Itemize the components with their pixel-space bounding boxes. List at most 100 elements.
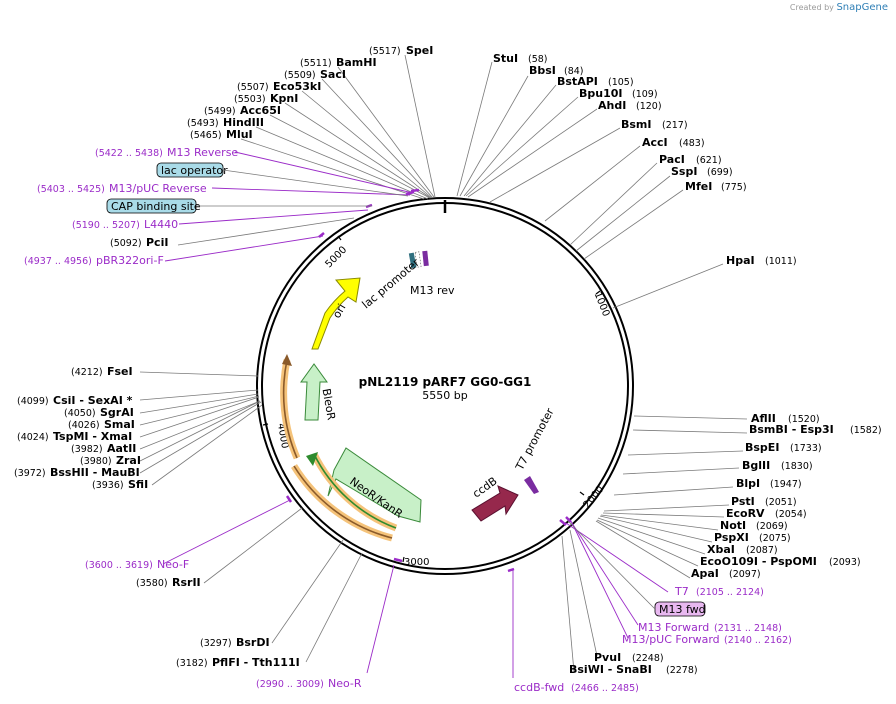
neo-arrow: [327, 447, 422, 523]
primer-pbr322ori-f: pBR322ori-F: [96, 254, 164, 267]
m13rev-label: M13 rev: [410, 284, 455, 297]
site-leaders-right: [456, 61, 748, 673]
ori-label: ori: [330, 302, 348, 321]
primer-t7: T7: [674, 585, 689, 598]
site-sspi: SspI: [671, 165, 697, 178]
site-sgrai-pos: (4050): [64, 408, 96, 419]
site-mlui: MluI: [226, 128, 253, 141]
site-xbai-pos: (2087): [746, 545, 778, 556]
neo-cds-arc-inner-line: [313, 453, 397, 529]
site-bsrdi: BsrDI: [236, 636, 270, 649]
site-saci: SacI: [320, 68, 346, 81]
site-bsshii-pos: (3972): [14, 468, 46, 479]
tick-label-2000: 2000: [582, 484, 607, 511]
site-bsmbi: BsmBI - Esp3I: [749, 423, 834, 436]
site-smai: SmaI: [104, 418, 135, 431]
site-paci: PacI: [659, 153, 685, 166]
site-acci: AccI: [642, 136, 668, 149]
site-aatii-pos: (3982): [71, 444, 103, 455]
site-hpai-pos: (1011): [765, 256, 797, 267]
ccdb-arrow: [471, 485, 519, 522]
primer-m13puc-fwd-range: (2140 .. 2162): [724, 635, 792, 646]
primer-pbr322-range: (4937 .. 4956): [24, 256, 92, 267]
primer-ccdb-fwd-range: (2466 .. 2485): [571, 683, 639, 694]
site-bsmbi-pos: (1582): [850, 425, 882, 436]
snapgene-credit: Created by SnapGene: [790, 2, 888, 13]
site-apai-pos: (2097): [729, 569, 761, 580]
backbone-outer-ring: [256, 197, 634, 575]
primer-neof-range: (3600 .. 3619): [85, 560, 153, 571]
site-aflii: AflII: [751, 412, 776, 425]
site-psti-pos: (2051): [765, 497, 797, 508]
ori-arrow: [311, 277, 361, 350]
primer-ccdb-fwd: ccdB-fwd: [514, 681, 564, 694]
primer-neo-r: Neo-R: [328, 677, 362, 690]
site-saci-pos: (5509): [284, 70, 316, 81]
site-spei: SpeI: [406, 44, 433, 57]
site-ecoo109i: EcoO109I - PspOMI: [700, 555, 817, 568]
site-bsshii: BssHII - MauBI: [50, 466, 140, 479]
site-sgrai: SgrAI: [100, 406, 134, 419]
site-paci-pos: (621): [696, 155, 722, 166]
primer-m13puc-rev-range: (5403 .. 5425): [37, 184, 105, 195]
site-stui: StuI: [493, 52, 518, 65]
position-ticks: [262, 235, 601, 563]
plasmid-name: pNL2119 pARF7 GG0-GG1: [359, 375, 532, 389]
site-labels-left: (5517) SpeI (5511) BamHI (5509) SacI (55…: [14, 44, 433, 669]
bleor-arrow: [300, 363, 328, 421]
m13rev-mark: [422, 250, 429, 267]
bleor-label: BleoR: [320, 388, 338, 422]
site-bsiwi-pos: (2278): [666, 665, 698, 676]
bleo-cds-arc-line: [282, 359, 298, 459]
site-hindiii: HindIII: [223, 116, 264, 129]
primer-m13rev-range: (5422 .. 5438): [95, 148, 163, 159]
primer-neo-f: Neo-F: [157, 558, 189, 571]
primer-l4440-range: (5190 .. 5207): [72, 220, 140, 231]
site-pspxi-pos: (2075): [759, 533, 791, 544]
cds-arrowhead-top: [282, 354, 292, 366]
site-sspi-pos: (699): [707, 167, 733, 178]
m13-fwd-label: M13 fwd: [659, 603, 706, 616]
site-aatii: AatII: [107, 442, 136, 455]
site-tspmi-pos: (4024): [17, 432, 49, 443]
site-ecoo109i-pos: (2093): [829, 557, 861, 568]
site-bpu10i: Bpu10I: [579, 87, 623, 100]
primer-labels: (5422 .. 5438) M13 Reverse (5403 .. 5425…: [24, 146, 792, 694]
cds-arrowhead-neo: [306, 452, 318, 466]
site-mfei-pos: (775): [721, 182, 747, 193]
site-ahdi-pos: (120): [636, 101, 662, 112]
site-acci-pos: (483): [679, 138, 705, 149]
site-acc65i-pos: (5499): [204, 106, 236, 117]
site-blpi-pos: (1947): [770, 479, 802, 490]
site-sfii: SfiI: [128, 478, 148, 491]
site-bsrdi-pos: (3297): [200, 638, 232, 649]
site-pflfi-pos: (3182): [176, 658, 208, 669]
primer-markers: [285, 188, 572, 573]
boxed-labels: lac operator CAP binding site M13 fwd: [106, 162, 706, 617]
primer-m13-forward: M13 Forward: [638, 621, 709, 634]
site-bsmi-pos: (217): [662, 120, 688, 131]
site-fsei-pos: (4212): [71, 367, 103, 378]
site-bsiwi: BsiWI - SnaBI: [569, 663, 652, 676]
site-leaders-left: [139, 54, 436, 663]
site-blpi: BlpI: [736, 477, 760, 490]
site-bglii-pos: (1830): [781, 461, 813, 472]
site-ecorv: EcoRV: [726, 507, 765, 520]
site-stui-pos: (58): [528, 54, 548, 65]
cap-site-label: CAP binding site: [111, 200, 201, 213]
site-zrai-pos: (3980): [80, 456, 112, 467]
primer-t7-range: (2105 .. 2124): [696, 587, 764, 598]
primer-m13-reverse: M13 Reverse: [167, 146, 238, 159]
primer-m13puc-reverse: M13/pUC Reverse: [109, 182, 207, 195]
site-sfii-pos: (3936): [92, 480, 124, 491]
site-eco53ki: Eco53kI: [273, 80, 321, 93]
lac-operator-label: lac operator: [161, 164, 228, 177]
plasmid-size: 5550 bp: [422, 389, 467, 402]
site-ahdi: AhdI: [598, 99, 626, 112]
site-bpu10i-pos: (109): [632, 89, 658, 100]
site-rsrii: RsrII: [172, 576, 201, 589]
tick-label-3000: 3000: [404, 557, 429, 568]
site-tspmi: TspMI - XmaI: [53, 430, 132, 443]
site-aflii-pos: (1520): [788, 414, 820, 425]
